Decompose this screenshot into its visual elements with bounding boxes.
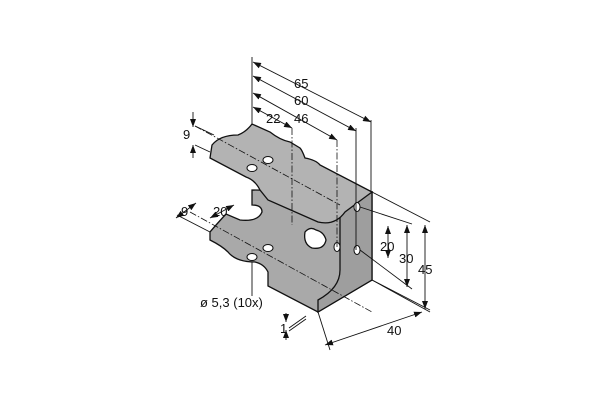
- dim-line-20-slot: [209, 204, 235, 219]
- label-30: 30: [399, 251, 413, 266]
- wall-cutout: [304, 227, 327, 249]
- upper-flange: [209, 123, 374, 224]
- label-65: 65: [294, 76, 308, 91]
- label-22: 22: [266, 111, 280, 126]
- dim-line-46: [252, 92, 338, 141]
- dim-line-9-bottom: [175, 202, 197, 219]
- label-46: 46: [294, 111, 308, 126]
- label-45: 45: [418, 262, 432, 277]
- hole-note: ø 5,3 (10x): [200, 295, 263, 310]
- label-40: 40: [387, 323, 401, 338]
- label-9-top: 9: [183, 127, 190, 142]
- dim-line-40: [324, 311, 423, 346]
- vertical-wall: [317, 190, 373, 314]
- label-1: 1: [280, 321, 287, 336]
- label-20-vertical: 20: [380, 239, 394, 254]
- label-20-slot: 20: [213, 204, 227, 219]
- label-60: 60: [294, 93, 308, 108]
- label-9-bottom: 9: [181, 204, 188, 219]
- dim-line-22: [252, 106, 293, 129]
